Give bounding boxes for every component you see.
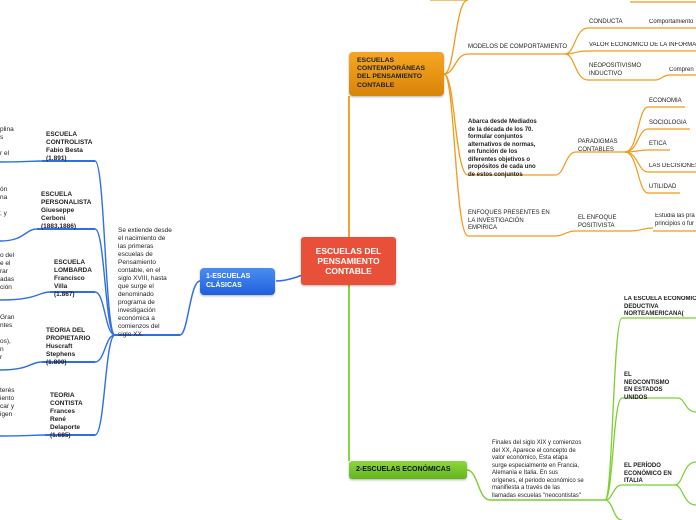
paradigmas-description[interactable]: Abarca desde Mediados de la década de lo… <box>468 119 537 178</box>
enfoques-investigacion[interactable]: ENFOQUES PRESENTES EN LA INVESTIGACIÓN E… <box>468 210 550 231</box>
school-teoria-contista[interactable]: TEORIA CONTISTA Frances René Delaporte (… <box>50 392 83 439</box>
central-node[interactable]: ESCUELAS DEL PENSAMIENTO CONTABLE <box>301 237 396 285</box>
branch-escuelas-economicas[interactable]: 2-ESCUELAS ECONÓMICAS <box>349 461 467 479</box>
modelos-item-neopositivismo[interactable]: NEOPOSITIVISMO INDUCTIVO <box>589 63 642 77</box>
paradigma-decisiones[interactable]: LAS DECISIONES <box>649 163 696 169</box>
school-controlista-detail[interactable]: plina s r el <box>0 126 14 157</box>
paradigma-utilidad[interactable]: UTILIDAD <box>649 184 677 190</box>
school-personalista[interactable]: ESCUELA PERSONALISTA Giueseppe Cerboni (… <box>41 191 92 230</box>
economicas-description[interactable]: Finales del siglo XIX y comienzos del XX… <box>492 440 584 499</box>
modelos-item-conducta[interactable]: CONDUCTA <box>589 19 623 25</box>
clasicas-description[interactable]: Se extiende desde el nacimiento de las p… <box>118 227 172 338</box>
economicas-item-deductiva[interactable]: LA ESCUELA ECONÓMIC DEDUCTIVA NORTEAMERI… <box>624 296 696 317</box>
paradigma-sociologia[interactable]: SOCIOLOGIA <box>649 120 687 126</box>
school-contista-detail[interactable]: terés iento car y igen <box>0 387 15 418</box>
school-personalista-detail[interactable]: ón na ; y <box>0 186 8 217</box>
enfoque-positivista[interactable]: EL ENFOQUE POSITIVISTA <box>578 215 617 229</box>
school-lombarda-detail[interactable]: o del e el rar adas ción <box>0 252 15 291</box>
branch-escuelas-contemporaneas[interactable]: ESCUELAS CONTEMPORÁNEAS DEL PENSAMIENTO … <box>349 52 444 96</box>
modelos-item-neopositivismo-child[interactable]: Compren <box>669 67 694 73</box>
modelos-comportamiento[interactable]: MODELOS DE COMPORTAMIENTO <box>468 44 568 50</box>
enfoque-positivista-detail[interactable]: Estudia las prá principios o fur <box>655 213 695 227</box>
paradigma-economia[interactable]: ECONOMIA <box>649 98 682 104</box>
economicas-item-italia[interactable]: EL PERÍODO ECONÓMICO EN ITALIA <box>624 463 672 484</box>
school-propietario-detail[interactable]: Gran ntes os), n r <box>0 314 15 361</box>
school-teoria-propietario[interactable]: TEORIA DEL PROPIETARIO Huscraft Stephens… <box>46 327 91 366</box>
paradigma-etica[interactable]: ETICA <box>649 141 667 147</box>
school-controlista[interactable]: ESCUELA CONTROLISTA Fabio Besta (1.891) <box>46 131 93 162</box>
school-lombarda[interactable]: ESCUELA LOMBARDA Francisco Villa (1.867) <box>54 259 92 298</box>
modelos-item-conducta-child[interactable]: Comportamiento <box>649 19 694 25</box>
branch-escuelas-clasicas[interactable]: 1-ESCUELAS CLÁSICAS <box>200 268 275 295</box>
modelos-item-valor-economico[interactable]: VALOR ECONOMICO DE LA INFORMACI <box>589 42 696 48</box>
economicas-item-neocontismo[interactable]: EL NEOCONTISMO EN ESTADOS UNIDOS <box>624 372 670 401</box>
paradigmas-contables[interactable]: PARADIGMAS CONTABLES <box>578 139 618 153</box>
